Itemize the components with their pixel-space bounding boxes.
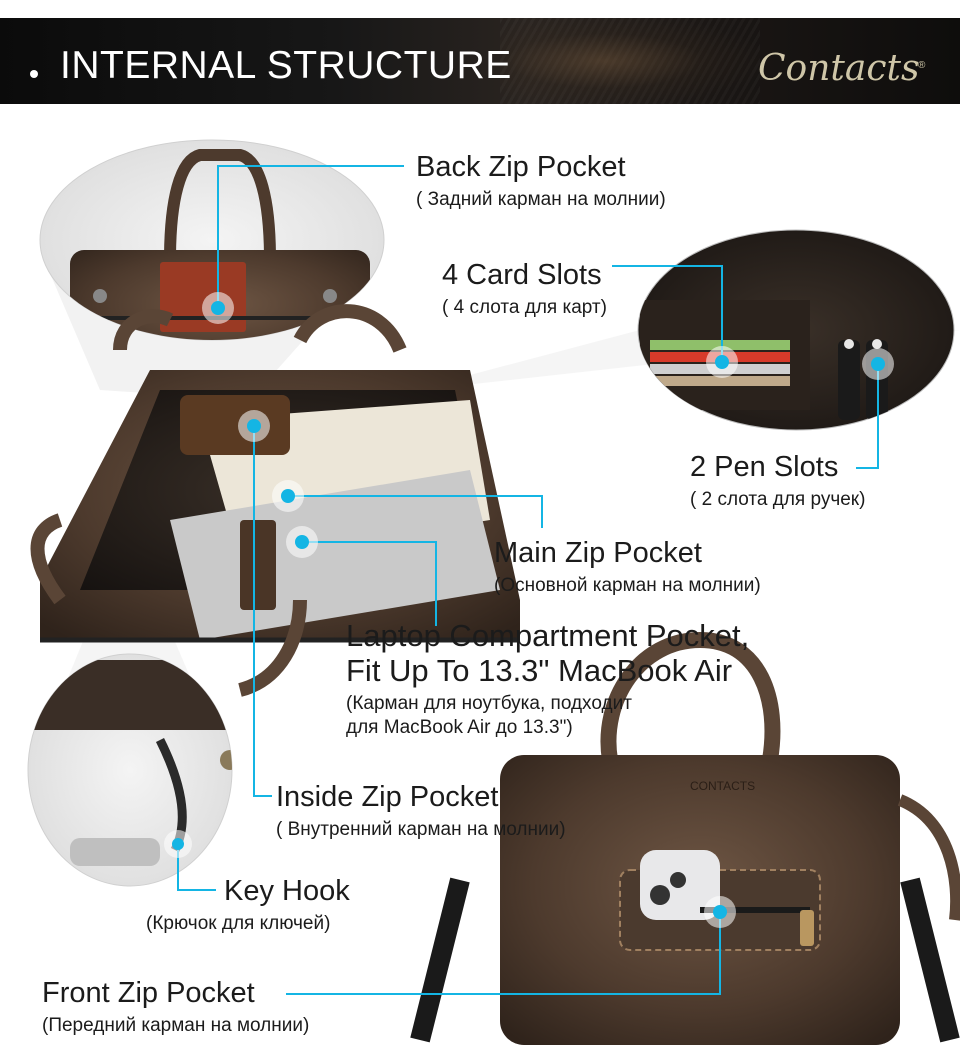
callout-subtitle: ( 2 слота для ручек) — [690, 489, 866, 510]
callout-title: Front Zip Pocket — [42, 977, 255, 1009]
callout-key-hook: Key Hook (Крючок для ключей) — [146, 874, 350, 936]
callout-subtitle: (Крючок для ключей) — [146, 913, 331, 934]
header-banner: INTERNAL STRUCTURE Contacts ® — [0, 18, 960, 104]
page-title: INTERNAL STRUCTURE — [60, 44, 512, 87]
callout-subtitle: (Карман для ноутбука, подходит — [346, 693, 632, 714]
registered-mark: ® — [918, 60, 926, 71]
callout-subtitle: (Основной карман на молнии) — [494, 575, 761, 596]
callout-title-line2: Fit Up To 13.3" MacBook Air — [346, 653, 733, 688]
callout-title: Back Zip Pocket — [416, 151, 626, 183]
callout-title: Inside Zip Pocket — [276, 781, 499, 813]
callout-pen-slots: 2 Pen Slots ( 2 слота для ручек) — [690, 450, 865, 512]
brand-logo: Contacts — [758, 48, 920, 89]
callout-subtitle: (Передний карман на молнии) — [42, 1015, 310, 1036]
callout-card-slots: 4 Card Slots ( 4 слота для карт) — [442, 258, 607, 320]
svg-text:CONTACTS: CONTACTS — [690, 779, 755, 793]
callout-title: Main Zip Pocket — [494, 537, 702, 569]
callout-title: 4 Card Slots — [442, 259, 602, 291]
callout-inside-zip-pocket: Inside Zip Pocket ( Внутренний карман на… — [276, 780, 566, 842]
callout-subtitle: ( Внутренний карман на молнии) — [276, 819, 566, 840]
callout-main-zip-pocket: Main Zip Pocket (Основной карман на молн… — [494, 536, 761, 598]
callout-title: 2 Pen Slots — [690, 451, 839, 483]
callout-title: Laptop Compartment Pocket, — [346, 618, 750, 653]
callout-subtitle-line2: для MacBook Air до 13.3") — [346, 717, 573, 738]
callout-back-zip-pocket: Back Zip Pocket ( Задний карман на молни… — [416, 150, 666, 212]
callout-front-zip-pocket: Front Zip Pocket (Передний карман на мол… — [42, 976, 309, 1038]
callout-subtitle: ( 4 слота для карт) — [442, 297, 607, 318]
header-texture — [500, 18, 760, 104]
callout-title: Key Hook — [224, 875, 350, 907]
callout-laptop-compartment: Laptop Compartment Pocket, Fit Up To 13.… — [346, 618, 749, 740]
callout-subtitle: ( Задний карман на молнии) — [416, 189, 666, 210]
bullet-icon — [30, 70, 38, 78]
